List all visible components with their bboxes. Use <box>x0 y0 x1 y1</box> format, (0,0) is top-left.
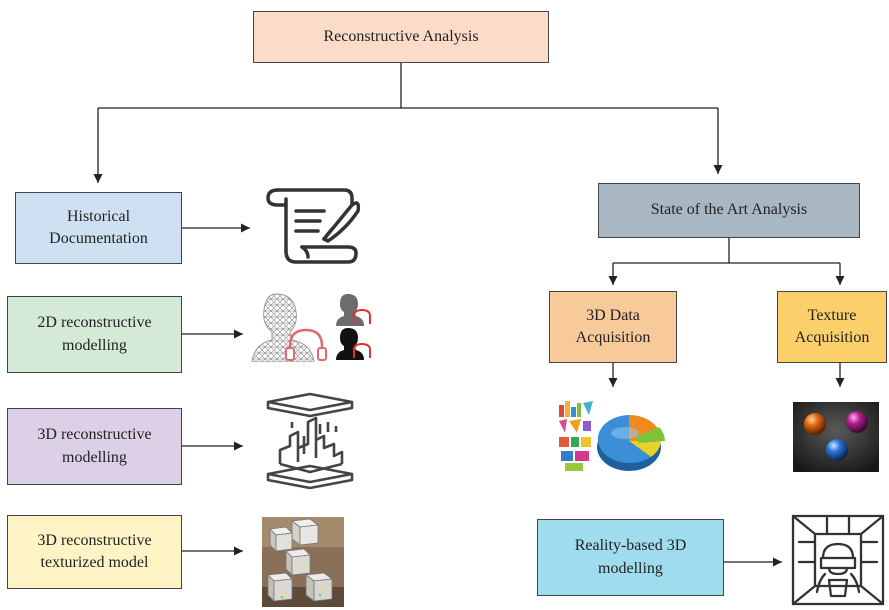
pie-chart-icon <box>559 401 665 471</box>
glossy-spheres-icon <box>793 402 879 472</box>
box-label-line1: 3D reconstructive <box>37 426 152 444</box>
vr-headset-room-icon <box>791 514 885 606</box>
textured-cubes-photo <box>262 517 344 607</box>
3d-reconstructive-modelling-box: 3D reconstructive modelling <box>7 408 182 485</box>
box-label-line1: Historical <box>66 207 131 225</box>
2d-reconstructive-modelling-box: 2D reconstructive modelling <box>7 296 182 373</box>
box-label-line1: Reality-based 3D <box>574 537 687 555</box>
scroll-quill-icon <box>266 188 361 264</box>
box-label-line1: 2D reconstructive <box>37 314 152 332</box>
box-label-line2: Acquisition <box>575 329 651 346</box>
3d-reconstructive-texturized-model-box: 3D reconstructive texturized model <box>7 515 182 589</box>
box-label-line1: 3D Data <box>586 306 640 324</box>
box-label: State of the Art Analysis <box>650 201 808 219</box>
reality-based-3d-modelling-box: Reality-based 3D modelling <box>537 519 724 596</box>
3d-city-model-icon <box>266 392 354 490</box>
box-label-line1: 3D reconstructive <box>37 531 152 549</box>
box-label-line2: modelling <box>598 559 663 577</box>
box-label-line2: Acquisition <box>794 329 870 346</box>
box-label-line1: Texture <box>807 306 857 324</box>
box-label-line2: Documentation <box>49 230 148 247</box>
box-label-line2: texturized model <box>40 554 149 571</box>
box-label-line2: modelling <box>62 336 127 354</box>
box-label: Reconstructive Analysis <box>323 27 479 45</box>
reconstructive-analysis-box: Reconstructive Analysis <box>253 11 549 63</box>
state-of-the-art-analysis-box: State of the Art Analysis <box>598 183 860 238</box>
connector-state-split <box>613 237 840 264</box>
box-label-line2: modelling <box>62 448 127 466</box>
connector-root-split <box>98 62 718 109</box>
wireframe-headphones-icon <box>251 293 371 362</box>
